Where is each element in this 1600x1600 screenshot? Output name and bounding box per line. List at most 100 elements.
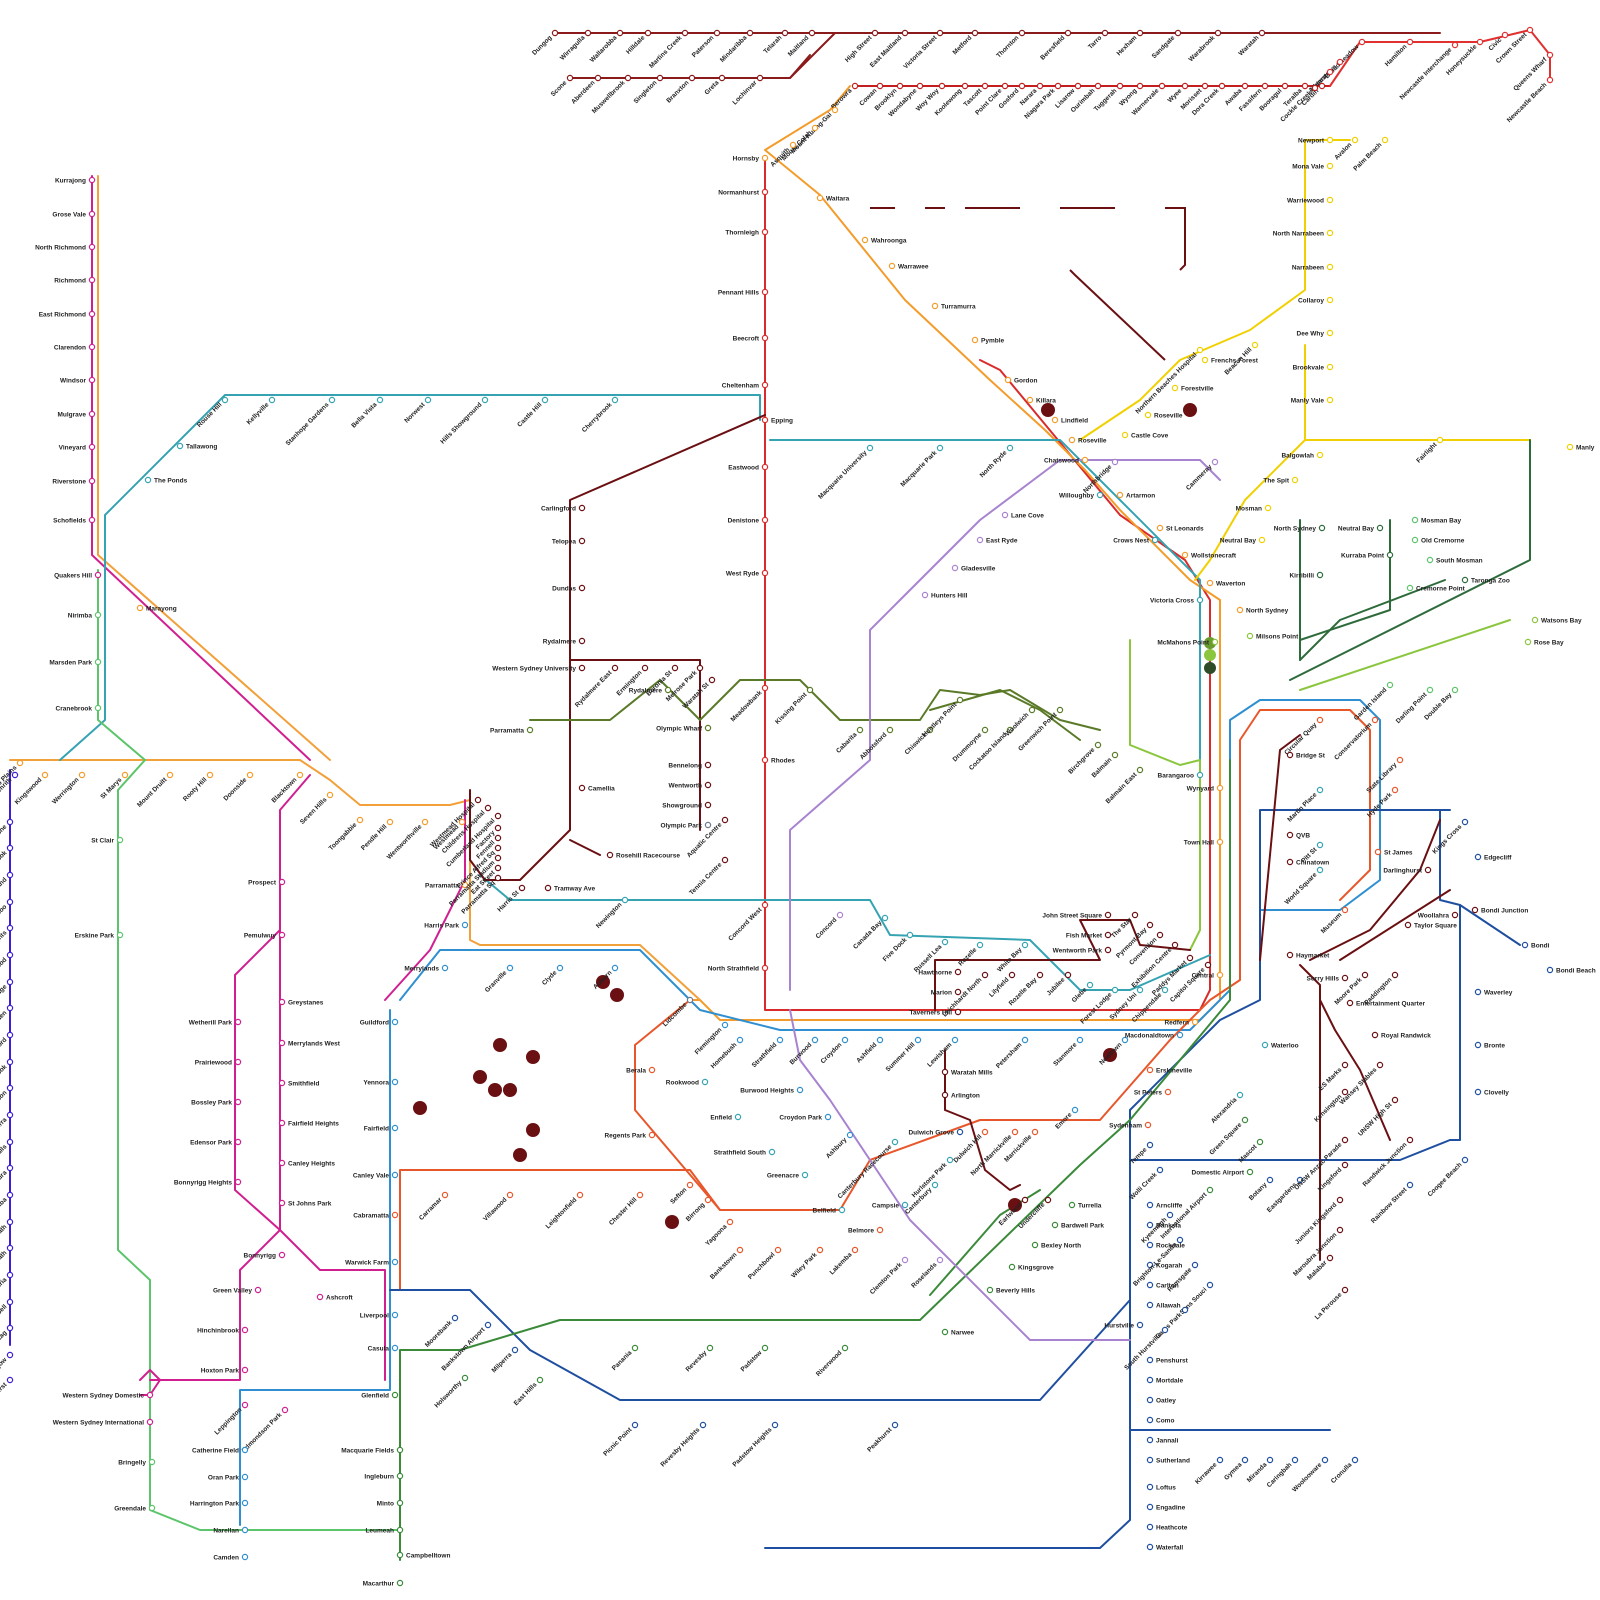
station-yagoona[interactable]: Yagoona [704,1218,734,1248]
station-entertainment-quarter[interactable]: Entertainment Quarter [1346,999,1425,1008]
station-collaroy[interactable]: Collaroy [1298,296,1334,305]
station-narellan[interactable]: Narellan [213,1526,249,1535]
station-north-richmond[interactable]: North Richmond [35,243,96,252]
station-seven-hills[interactable]: Seven Hills [299,791,334,826]
station-east-maitland[interactable]: East Maitland [869,29,909,69]
station-warwick-farm[interactable]: Warwick Farm [345,1258,399,1267]
station-cranebrook[interactable]: Cranebrook [56,704,102,713]
station-fairlight[interactable]: Fairlight [1415,436,1444,465]
station-quakers-hill[interactable]: Quakers Hill [54,571,102,580]
station-tallawong[interactable]: Tallawong [176,442,217,451]
station-cherrybrook[interactable]: Cherrybrook [581,396,619,434]
station-clyde[interactable]: Clyde [541,964,564,987]
station-greystanes[interactable]: Greystanes [278,998,324,1007]
station-waratah[interactable]: Waratah [1237,29,1266,57]
station-canley-heights[interactable]: Canley Heights [278,1159,335,1168]
station-circular-quay[interactable]: Circular Quay [1283,716,1324,757]
station-macquarie-park[interactable]: Macquarie Park [899,444,944,488]
station-south-mosman[interactable]: South Mosman [1426,556,1483,565]
station-dora-creek[interactable]: Dora Creek [1191,82,1226,117]
station-bondi-beach[interactable]: Bondi Beach [1546,966,1596,975]
station-schofields[interactable]: Schofields [53,516,96,525]
station-newcastle-beach[interactable]: Newcastle Beach [1506,76,1554,124]
station-huntleys-point[interactable]: Huntleys Point [921,696,964,739]
station-central[interactable]: Central [1192,971,1224,980]
station-waverley[interactable]: Waverley [1474,988,1513,997]
station-doonside[interactable]: Doonside [223,771,254,802]
station-penshurst[interactable]: Penshurst [1146,1356,1189,1365]
station-lithgow[interactable]: Lithgow [0,1351,14,1379]
station-bella-vista[interactable]: Bella Vista [350,396,384,430]
station-aberdeen[interactable]: Aberdeen [570,74,602,106]
station-rosehill-racecourse[interactable]: Rosehill Racecourse [606,851,680,860]
station-st-leonards[interactable]: St Leonards [1156,524,1204,533]
station-fish-market[interactable]: Fish Market [1066,931,1112,940]
station-kensington[interactable]: Kensington [1313,1088,1349,1124]
station-castle-cove[interactable]: Castle Cove [1121,431,1169,440]
station-north-sydney[interactable]: North Sydney [1236,606,1289,615]
station-campsie[interactable]: Campsie [872,1201,909,1210]
station-bexley-north[interactable]: Bexley North [1031,1241,1081,1250]
station-taverners-hill[interactable]: Taverners Hill [909,1008,962,1017]
station-crows-nest[interactable]: Crows Nest [1113,536,1159,545]
station-yennora[interactable]: Yennora [363,1078,399,1087]
station-neutral-bay[interactable]: Neutral Bay [1220,536,1266,545]
station-banksia[interactable]: Banksia [1146,1221,1181,1230]
station-woolooware[interactable]: Woolooware [1291,1456,1329,1494]
station-regents-park[interactable]: Regents Park [604,1131,656,1140]
station-bankstown-airport[interactable]: Bankstown Airport [441,1321,492,1372]
station-bankstown[interactable]: Bankstown [709,1246,744,1281]
station-catherine-field[interactable]: Catherine Field [192,1446,249,1455]
station-riverwood[interactable]: Riverwood [815,1344,849,1378]
station-waverton[interactable]: Waverton [1206,579,1245,588]
station-gladesville[interactable]: Gladesville [951,564,996,573]
station-green-valley[interactable]: Green Valley [213,1286,262,1295]
station-campbelltown[interactable]: Campbelltown [396,1551,450,1560]
station-meadowbank[interactable]: Meadowbank [730,684,769,723]
station-randwick-junction[interactable]: Randwick Junction [1362,1136,1414,1188]
station-allawah[interactable]: Allawah [1146,1301,1181,1310]
station-glenfield[interactable]: Glenfield [361,1391,399,1400]
station-rydalmere[interactable]: Rydalmere [543,637,586,646]
station-dundas[interactable]: Dundas [552,584,586,593]
station-engadine[interactable]: Engadine [1146,1503,1186,1512]
station-warriewood[interactable]: Warriewood [1287,196,1334,205]
station-moorebank[interactable]: Moorebank [424,1314,459,1349]
station-woollahra[interactable]: Woollahra [1418,911,1459,920]
station-newtown[interactable]: Newtown [1098,1036,1129,1067]
station-lane-cove[interactable]: Lane Cove [1001,511,1044,520]
station-leumeah[interactable]: Leumeah [365,1526,404,1535]
station-hawthorne[interactable]: Hawthorne [918,968,962,977]
station-killara[interactable]: Killara [1026,396,1056,405]
station-loftus[interactable]: Loftus [1146,1483,1176,1492]
station-thornleigh[interactable]: Thornleigh [725,228,769,237]
station-leppington[interactable]: Leppington [213,1401,249,1436]
station-st-peters[interactable]: St Peters [1134,1088,1172,1097]
station-macarthur[interactable]: Macarthur [363,1579,404,1588]
station-coogee-beach[interactable]: Coogee Beach [1427,1156,1469,1198]
station-kirribilli[interactable]: Kirribilli [1289,571,1324,580]
station-marion[interactable]: Marion [931,988,962,997]
station-carlingford[interactable]: Carlingford [541,504,586,513]
station-ashcroft[interactable]: Ashcroft [316,1293,354,1302]
station-bondi-junction[interactable]: Bondi Junction [1471,906,1528,915]
station-mona-vale[interactable]: Mona Vale [1292,162,1334,171]
station-croydon[interactable]: Croydon [820,1036,849,1065]
station-mosman[interactable]: Mosman [1236,504,1272,513]
station-strathfield[interactable]: Strathfield [751,1036,784,1069]
station-toongabbie[interactable]: Toongabbie [328,816,364,852]
station-punchbowl[interactable]: Punchbowl [747,1246,782,1281]
station-hinchinbrook[interactable]: Hinchinbrook [197,1326,249,1335]
station-niagara-park[interactable]: Niagara Park [1023,82,1062,121]
station-waitara[interactable]: Waitara [816,194,850,203]
station-leura[interactable]: Leura [0,1164,14,1187]
station-oran-park[interactable]: Oran Park [208,1473,249,1482]
station-warrawee[interactable]: Warrawee [888,262,929,271]
station-taylor-square[interactable]: Taylor Square [1404,921,1457,930]
station-merrylands[interactable]: Merrylands [404,964,449,973]
station-rozelle[interactable]: Rozelle [957,941,984,968]
station-paterson[interactable]: Paterson [691,29,721,59]
station-sefton[interactable]: Sefton [669,1181,694,1206]
station-clarendon[interactable]: Clarendon [54,343,96,352]
station-mosman-bay[interactable]: Mosman Bay [1411,516,1461,525]
